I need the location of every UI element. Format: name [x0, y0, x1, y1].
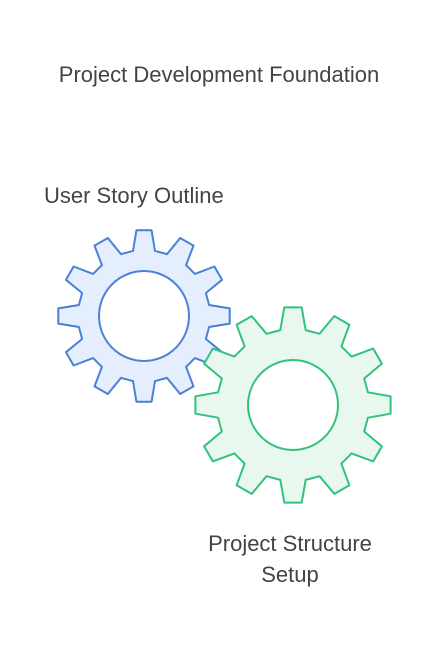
- gear-project-structure-label-line-1: Project Structure: [208, 531, 372, 556]
- gear-project-structure: [194, 306, 392, 504]
- gear-user-story: [57, 229, 231, 403]
- diagram-title: Project Development Foundation: [58, 62, 380, 87]
- gear-project-structure-label-line-2: Setup: [261, 562, 319, 587]
- gear-user-story-hub: [98, 270, 190, 362]
- gear-user-story-label: User Story Outline: [44, 183, 224, 208]
- gear-project-structure-hub: [247, 359, 339, 451]
- gear-project-structure-label: Project Structure Setup: [190, 528, 390, 590]
